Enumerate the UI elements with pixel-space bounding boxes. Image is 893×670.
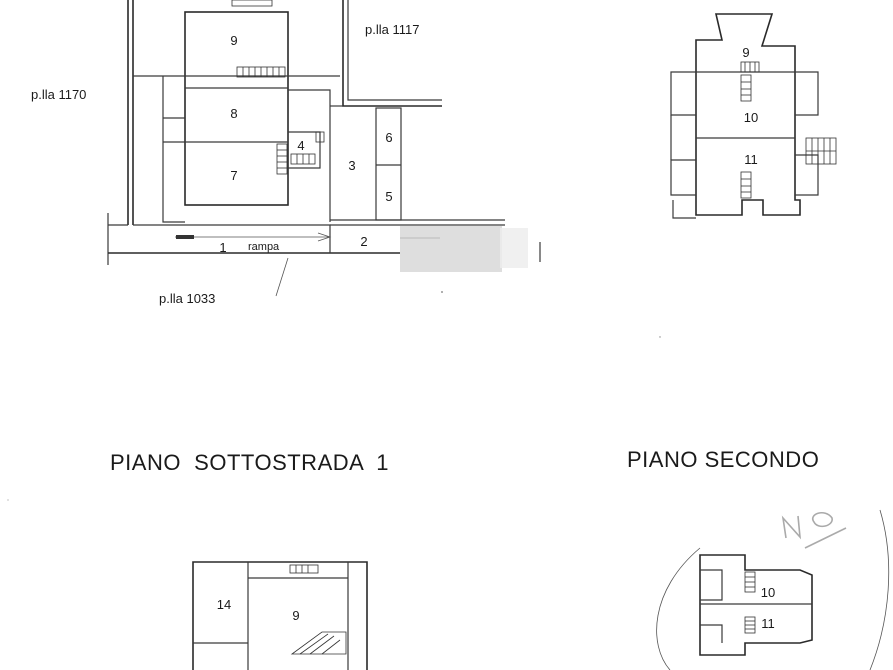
plan-secondo: 9 10 11 xyxy=(670,13,837,219)
parcel-1170-label: p.lla 1170 xyxy=(31,87,86,102)
secondo-outline xyxy=(695,13,801,216)
parcel-1033-label: p.lla 1033 xyxy=(159,291,215,306)
room-2-label: 2 xyxy=(360,234,367,249)
annotation-no: NO xyxy=(790,529,792,531)
secondo-room-10-label: 10 xyxy=(744,110,758,125)
room-8-label: 8 xyxy=(230,106,237,121)
stair-secondo-9 xyxy=(740,61,760,102)
room-3-label: 3 xyxy=(348,158,355,173)
room-7-label: 7 xyxy=(230,168,237,183)
boundary-right xyxy=(342,0,442,107)
plan-bottom-left: 14 9 xyxy=(192,561,368,670)
title-piano-sottostrada: PIANO SOTTOSTRADA 1 xyxy=(110,450,389,475)
stair-bottom-right-a xyxy=(744,571,756,593)
boundary-left xyxy=(127,0,134,225)
room-6-label: 6 xyxy=(385,130,392,145)
stair-room4 xyxy=(276,131,325,175)
bottom-right-room-10-label: 10 xyxy=(761,585,775,600)
ramp-label: rampa xyxy=(248,241,280,253)
bottom-room-14-label: 14 xyxy=(217,597,231,612)
secondo-room-11-label: 11 xyxy=(744,152,758,167)
bottom-room-9-label: 9 xyxy=(292,608,299,623)
handwritten-no-mark: NO xyxy=(781,511,847,549)
stair-secondo-11 xyxy=(740,171,752,199)
plan-sottostrada: 9 8 7 4 3 6 5 2 1 rampa p.lla 1117 p.lla… xyxy=(31,0,541,306)
redacted-area xyxy=(400,226,502,272)
block-main xyxy=(184,11,289,206)
room-4-label: 4 xyxy=(297,138,304,153)
title-piano-secondo: PIANO SECONDO xyxy=(627,447,819,472)
boundary-right-inner xyxy=(347,0,442,101)
parcel-1117-label: p.lla 1117 xyxy=(365,22,419,37)
stair-secondo-external xyxy=(805,137,837,165)
stair-bottom-right-b xyxy=(744,616,756,634)
stair-top-block xyxy=(231,0,286,78)
room-9-label: 9 xyxy=(230,33,237,48)
plan-bottom-right: 10 11 NO xyxy=(656,509,890,670)
secondo-room-9-label: 9 xyxy=(742,45,749,60)
stair-bottom-main xyxy=(290,631,347,655)
room-1-label: 1 xyxy=(219,240,226,255)
boundary-corner xyxy=(107,213,128,265)
bottom-right-room-11-label: 11 xyxy=(761,616,775,631)
room-5-label: 5 xyxy=(385,189,392,204)
stair-bottom-top xyxy=(289,564,319,574)
